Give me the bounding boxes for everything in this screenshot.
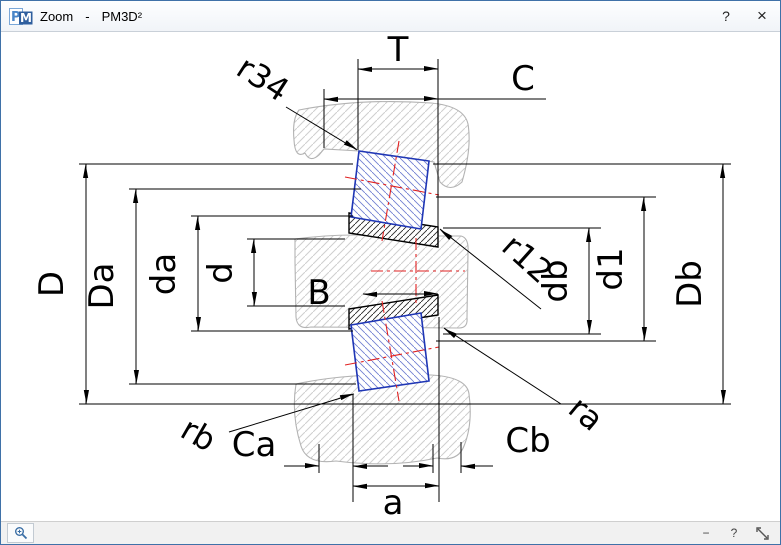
dim-Cb: Cb bbox=[403, 421, 551, 473]
tapered-roller-top bbox=[350, 150, 430, 230]
zoom-tool-button[interactable] bbox=[7, 523, 34, 543]
dim-label-Ca: Ca bbox=[232, 425, 277, 465]
housing-top-section bbox=[293, 101, 470, 189]
centerlines bbox=[344, 140, 465, 402]
dim-label-d: d bbox=[201, 262, 241, 284]
dim-label-ra: ra bbox=[561, 388, 611, 438]
dim-da: da bbox=[144, 215, 353, 332]
statusbar-help-button[interactable]: ? bbox=[730, 526, 738, 540]
dim-B: B bbox=[307, 273, 438, 313]
pm3d-logo-icon: P M bbox=[9, 7, 33, 25]
dim-d1: d1 bbox=[436, 196, 656, 342]
dim-db: db bbox=[443, 227, 601, 335]
dim-label-T: T bbox=[387, 32, 409, 70]
dim-Ca: Ca bbox=[232, 395, 388, 502]
window-title-separator: - bbox=[85, 8, 90, 24]
dim-label-Cb: Cb bbox=[505, 421, 550, 461]
dim-Da: Da bbox=[82, 188, 361, 385]
inner-ring-bottom-section bbox=[348, 294, 439, 330]
dim-C: C bbox=[323, 59, 546, 148]
logo-letter-m: M bbox=[20, 11, 32, 25]
statusbar-right: − ? bbox=[698, 525, 774, 541]
dim-label-C: C bbox=[511, 59, 535, 99]
titlebar[interactable]: P M Zoom - PM3D² ? × bbox=[1, 1, 780, 31]
dim-label-db: db bbox=[536, 259, 576, 302]
statusbar: − ? bbox=[1, 522, 780, 544]
dim-label-Db: Db bbox=[670, 260, 710, 308]
dim-a: a bbox=[353, 317, 440, 522]
dim-label-d1: d1 bbox=[591, 247, 631, 290]
dim-label-rb: rb bbox=[175, 410, 223, 460]
dim-label-a: a bbox=[383, 483, 404, 522]
dim-label-da: da bbox=[144, 253, 184, 295]
dim-D: D bbox=[32, 164, 89, 404]
dim-label-D: D bbox=[32, 271, 72, 297]
window-title-app: Zoom bbox=[40, 8, 74, 24]
magnifier-icon bbox=[14, 527, 27, 540]
dim-T: T bbox=[357, 32, 439, 228]
dim-label-Da: Da bbox=[82, 262, 122, 309]
drawing-area[interactable]: T C r34 D bbox=[1, 31, 780, 522]
dim-label-B: B bbox=[307, 273, 330, 313]
extension-lines bbox=[79, 163, 731, 405]
dim-label-r34: r34 bbox=[230, 48, 296, 109]
tapered-roller-bottom bbox=[350, 312, 430, 392]
collapse-button[interactable]: − bbox=[702, 526, 710, 540]
dim-d: d bbox=[201, 238, 345, 307]
resize-grip-icon[interactable] bbox=[754, 525, 770, 541]
dim-Db: Db bbox=[670, 164, 726, 404]
close-button[interactable]: × bbox=[757, 6, 767, 25]
bearing-section bbox=[293, 101, 471, 465]
window-title-doc: PM3D² bbox=[101, 8, 143, 24]
bearing-diagram[interactable]: T C r34 D bbox=[1, 32, 780, 522]
help-button[interactable]: ? bbox=[722, 8, 730, 24]
logo-letter-p: P bbox=[11, 10, 21, 25]
